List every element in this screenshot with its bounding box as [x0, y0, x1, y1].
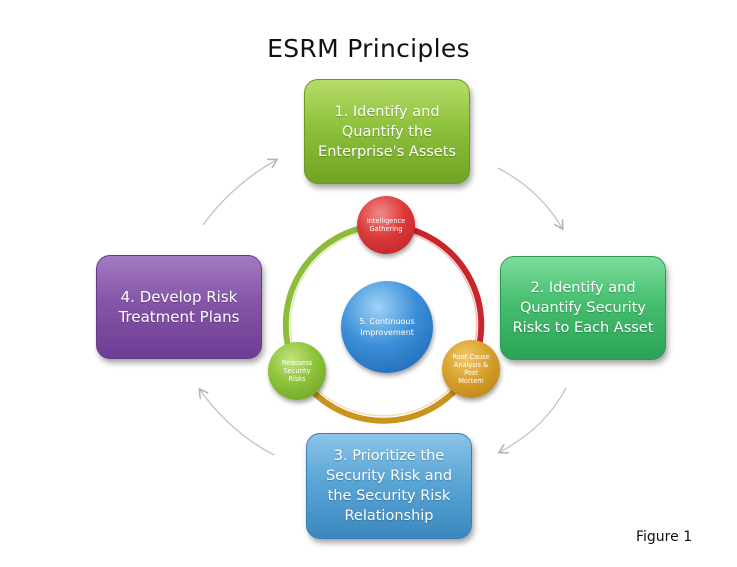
diagram-title: ESRM Principles: [267, 34, 470, 63]
step-1-box: 1. Identify and Quantify the Enterprise'…: [304, 79, 470, 184]
step-2-box: 2. Identify and Quantify Security Risks …: [500, 256, 666, 360]
root-cause-analysis-circle: Root Cause Analysis & Post Mortem: [442, 340, 500, 398]
intelligence-gathering-circle: Intelligence Gathering: [357, 196, 415, 254]
ring-arc-gold: [294, 367, 474, 424]
arrow-step4-to-step1: [202, 160, 276, 226]
figure-caption: Figure 1: [636, 529, 693, 545]
reassess-security-risks-circle: Reassess Security Risks: [268, 342, 326, 400]
arrow-step2-to-step3: [500, 387, 567, 452]
step-4-box: 4. Develop Risk Treatment Plans: [96, 255, 262, 359]
arrow-step3-to-step4: [200, 390, 275, 456]
step-3-box: 3. Prioritize the Security Risk and the …: [306, 433, 472, 539]
continuous-improvement-circle: 5. Continuous Improvement: [341, 281, 433, 373]
arrow-step1-to-step2: [497, 167, 562, 228]
